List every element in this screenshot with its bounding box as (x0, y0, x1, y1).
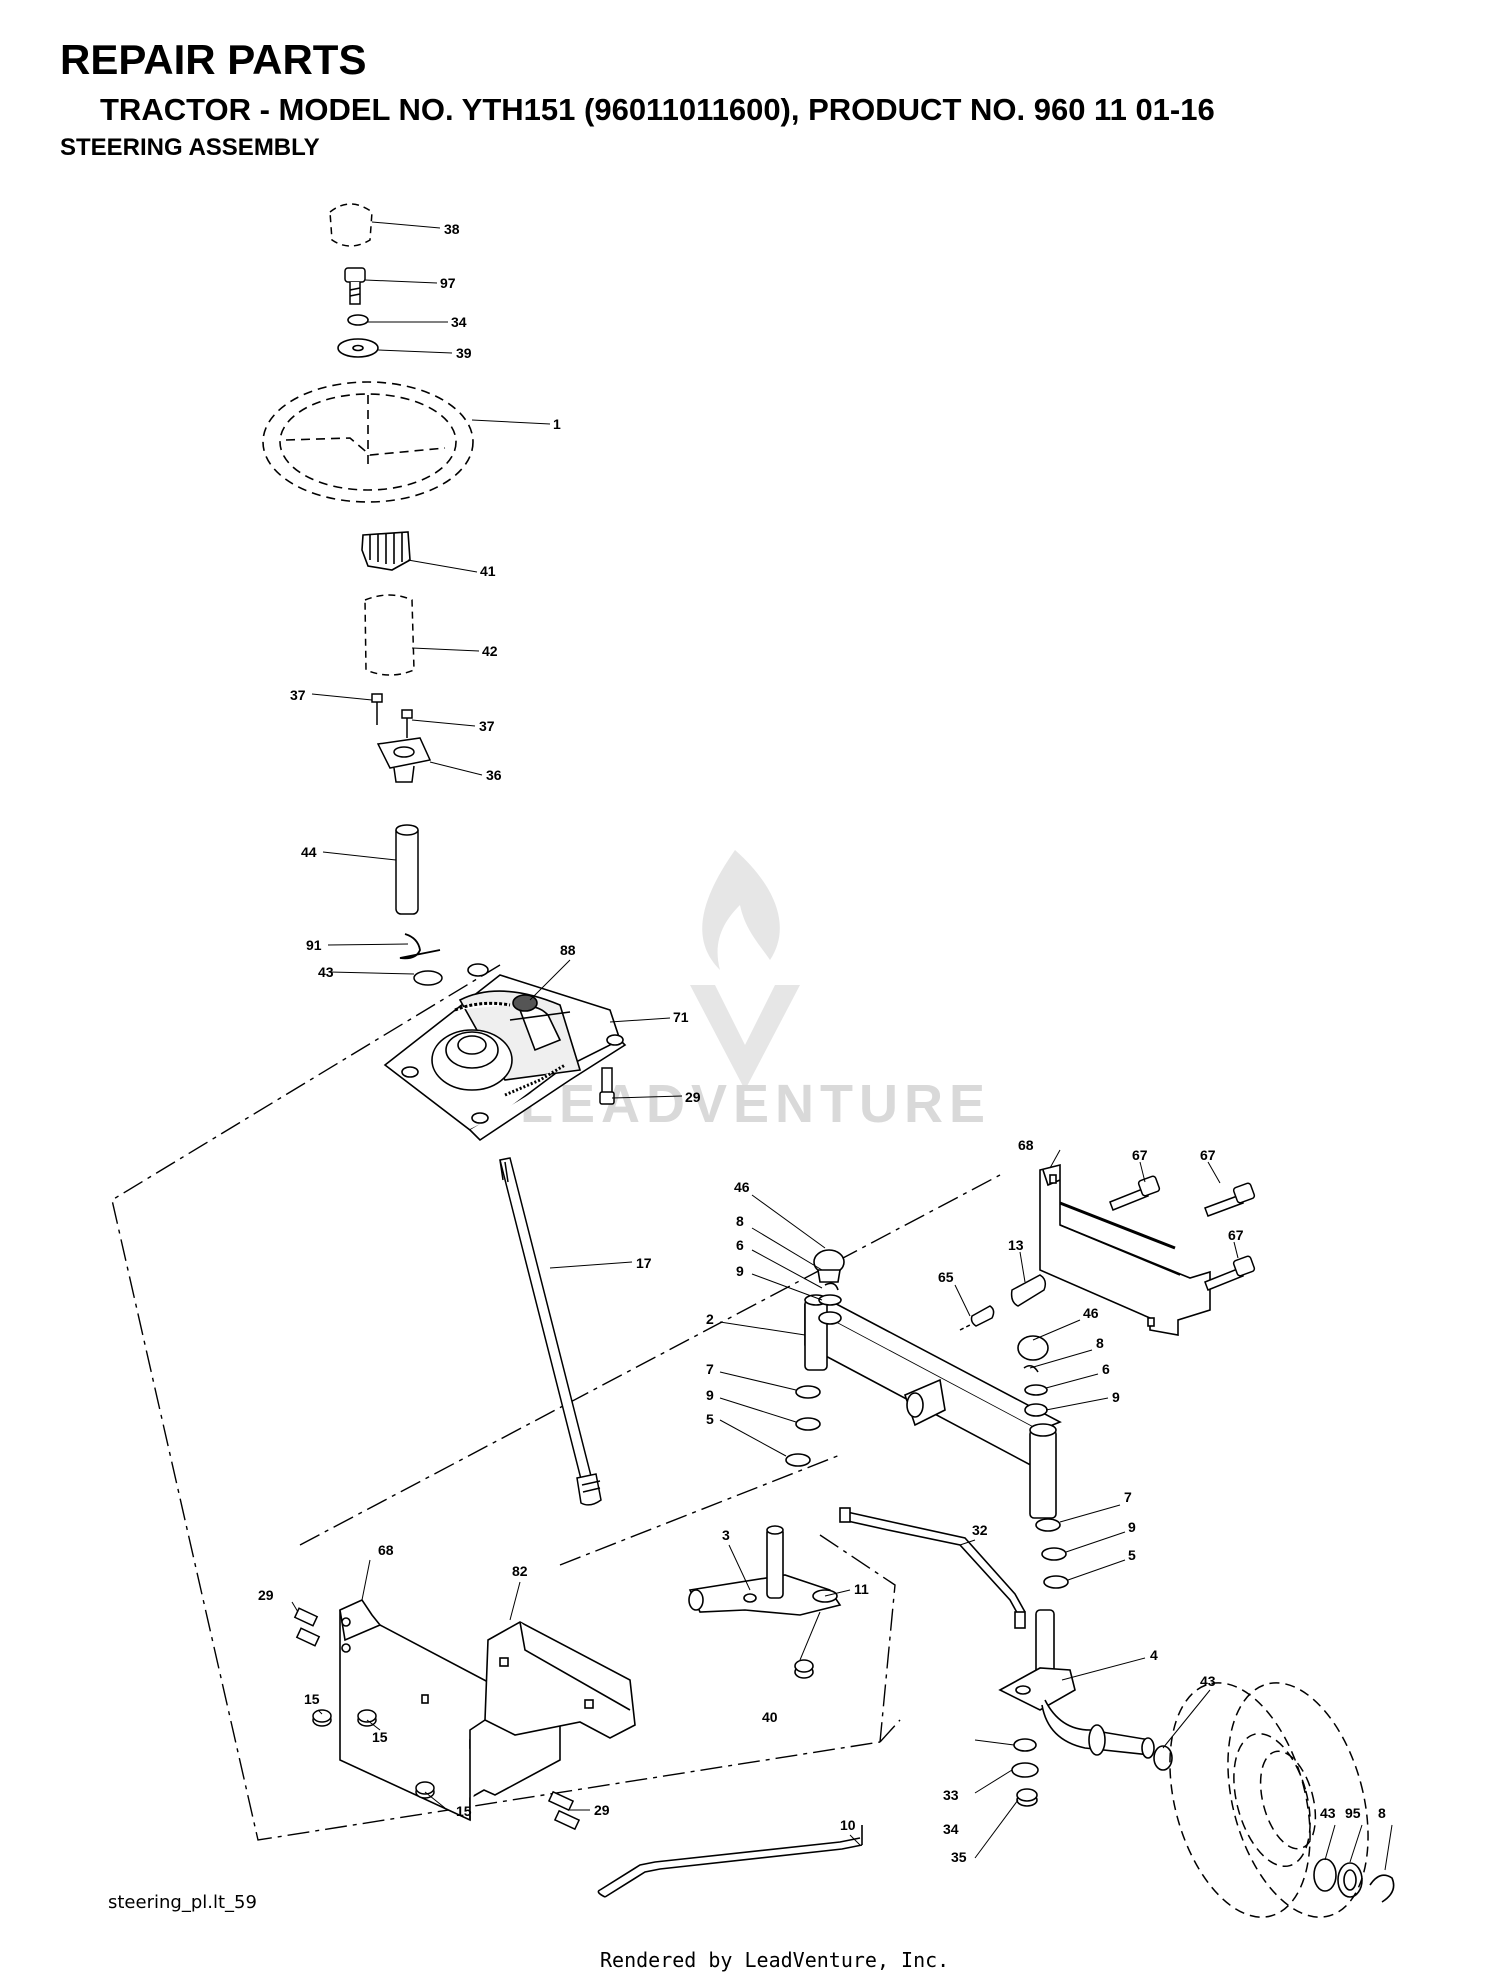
callout-46-left: 46 (734, 1179, 750, 1195)
callout-40: 40 (762, 1709, 778, 1725)
leader-lines (291, 221, 1393, 1871)
callout-97: 97 (440, 275, 456, 291)
frame-outline (111, 964, 1001, 1841)
watermark-v-icon (690, 985, 800, 1090)
dash-bolts (293, 1607, 581, 1831)
front-wheel (1169, 1682, 1369, 1918)
callout-39: 39 (456, 345, 472, 361)
callout-6-left: 6 (736, 1237, 744, 1253)
callout-68-upper: 68 (1018, 1137, 1034, 1153)
callout-5-left: 5 (706, 1411, 714, 1427)
steering-shaft-upper (395, 824, 419, 915)
callout-65: 65 (938, 1269, 954, 1285)
callout-37-right: 37 (479, 718, 495, 734)
callout-38: 38 (444, 221, 460, 237)
callout-29-bracket-left: 29 (258, 1587, 274, 1603)
axle-washers-left (785, 1249, 845, 1467)
spindle-hardware (794, 1659, 1395, 1903)
callout-41: 41 (480, 563, 496, 579)
model-line: TRACTOR - MODEL NO. YTH151 (96011011600)… (100, 92, 1215, 127)
spindle (998, 1609, 1155, 1759)
steering-gear-box (383, 963, 627, 1142)
callout-91: 91 (306, 937, 322, 953)
callout-68-lower: 68 (378, 1542, 394, 1558)
callout-1: 1 (553, 416, 561, 432)
callout-2: 2 (706, 1311, 714, 1327)
callout-37-left: 37 (290, 687, 306, 703)
watermark-text: LEADVENTURE (520, 1074, 991, 1134)
axle-bushings (959, 1274, 1047, 1331)
callout-9-left-lower: 9 (706, 1387, 714, 1403)
callout-7-right: 7 (1124, 1489, 1132, 1505)
watermark-flame-icon (702, 850, 780, 970)
page-title: REPAIR PARTS (60, 36, 367, 83)
axle-washers-right (1017, 1335, 1069, 1589)
callout-8-wheel: 8 (1378, 1805, 1386, 1821)
callout-29-gearbox: 29 (685, 1089, 701, 1105)
steering-bolt (344, 267, 366, 305)
drag-link (839, 1507, 1026, 1629)
callout-71: 71 (673, 1009, 689, 1025)
callout-4: 4 (1150, 1647, 1158, 1663)
callout-46-right: 46 (1083, 1305, 1099, 1321)
tie-rod (597, 1825, 863, 1898)
steering-support-plate (469, 1621, 636, 1820)
steering-bushing (364, 594, 415, 676)
callout-10: 10 (840, 1817, 856, 1833)
callout-67-a: 67 (1132, 1147, 1148, 1163)
callout-13: 13 (1008, 1237, 1024, 1253)
gearbox-bolt (599, 1067, 615, 1105)
callout-44: 44 (301, 844, 317, 860)
callout-9-right-lower: 9 (1128, 1519, 1136, 1535)
front-axle (804, 1294, 1062, 1519)
callout-9-right-upper: 9 (1112, 1389, 1120, 1405)
callout-17: 17 (636, 1255, 652, 1271)
callout-34: 34 (451, 314, 467, 330)
callout-3: 3 (722, 1527, 730, 1543)
callout-11: 11 (854, 1581, 869, 1597)
callout-88: 88 (560, 942, 576, 958)
callout-29-bracket-right: 29 (594, 1802, 610, 1818)
callout-15-a: 15 (304, 1691, 320, 1707)
callout-15-c: 15 (456, 1803, 472, 1819)
steering-adapter (361, 531, 411, 571)
callout-33: 33 (943, 1787, 959, 1803)
callout-6-right: 6 (1102, 1361, 1110, 1377)
hairpin-clip (399, 933, 441, 960)
callout-43-right: 43 (1200, 1673, 1216, 1689)
steering-bracket (371, 693, 432, 783)
rendered-by-caption: Rendered by LeadVenture, Inc. (600, 1948, 950, 1972)
steering-washers (337, 314, 379, 358)
callout-32: 32 (972, 1522, 988, 1538)
callout-95: 95 (1345, 1805, 1361, 1821)
callout-42: 42 (482, 643, 498, 659)
shaft-washer (413, 970, 443, 986)
diagram-file-reference: steering_pl.lt_59 (108, 1892, 257, 1913)
watermark: LEADVENTURE (520, 850, 991, 1134)
callout-8-right: 8 (1096, 1335, 1104, 1351)
callout-43-wheel: 43 (1320, 1805, 1336, 1821)
callout-67-b: 67 (1200, 1147, 1216, 1163)
callout-7-left: 7 (706, 1361, 714, 1377)
callout-36: 36 (486, 767, 502, 783)
steering-arm (688, 1525, 842, 1616)
part-callouts: 38 97 34 39 1 41 42 37 37 36 44 91 43 88… (258, 221, 1386, 1865)
callout-34-lower: 34 (943, 1821, 959, 1837)
callout-82: 82 (512, 1563, 528, 1579)
callout-35: 35 (951, 1849, 967, 1865)
steering-shaft-lower (499, 1157, 602, 1506)
section-title: STEERING ASSEMBLY (60, 134, 320, 161)
steering-wheel (262, 381, 474, 503)
callout-15-b: 15 (372, 1729, 388, 1745)
steering-cap (329, 203, 373, 247)
callout-67-c: 67 (1228, 1227, 1244, 1243)
callout-43-upper: 43 (318, 964, 334, 980)
callout-8-left: 8 (736, 1213, 744, 1229)
callout-9-left-upper: 9 (736, 1263, 744, 1279)
bracket-bolts (1109, 1175, 1256, 1291)
callout-5-right: 5 (1128, 1547, 1136, 1563)
axle-support-bracket (1039, 1163, 1211, 1336)
